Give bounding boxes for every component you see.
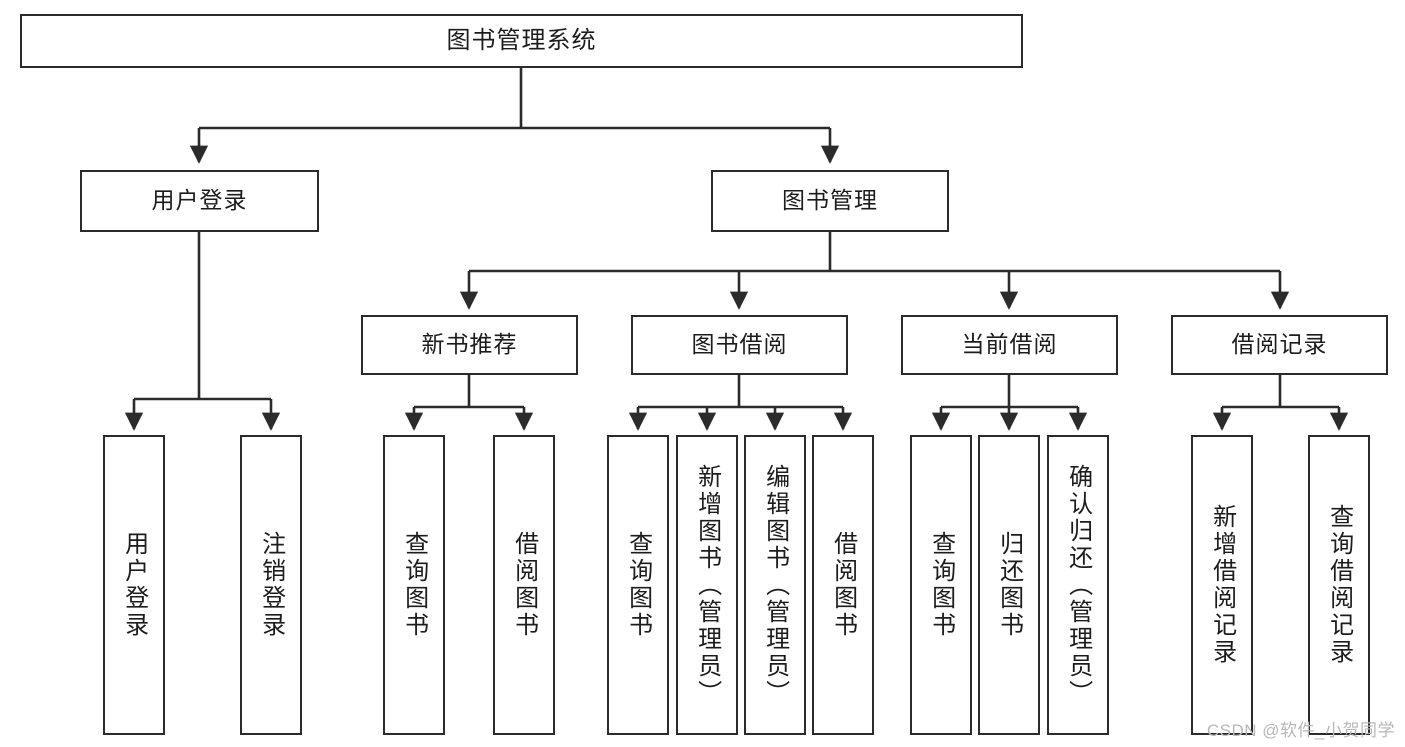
leaf-records-query-record[interactable]: 查询借阅记录 [1308, 435, 1370, 735]
node-book-borrow-label: 图书借阅 [691, 331, 788, 358]
node-user-login-label: 用户登录 [151, 187, 248, 214]
leaf-newbook-borrow-book[interactable]: 借阅图书 [493, 435, 555, 735]
node-book-management-label: 图书管理 [782, 187, 878, 214]
leaf-borrow-query-book[interactable]: 查询图书 [607, 435, 669, 735]
node-book-management[interactable]: 图书管理 [711, 170, 949, 232]
leaf-current-confirm-return[interactable]: 确认归还（管理员） [1047, 435, 1109, 735]
leaf-borrow-add-book[interactable]: 新增图书（管理员） [676, 435, 738, 735]
leaf-records-add-record-label: 新增借阅记录 [1208, 504, 1236, 666]
node-borrow-records-label: 借阅记录 [1231, 331, 1328, 358]
node-root-label: 图书管理系统 [446, 26, 597, 54]
leaf-borrow-query-book-label: 查询图书 [624, 531, 652, 639]
leaf-borrow-borrow-book-label: 借阅图书 [829, 531, 857, 639]
leaf-user-logout[interactable]: 注销登录 [240, 435, 302, 735]
leaf-user-login[interactable]: 用户登录 [103, 435, 165, 735]
node-borrow-records[interactable]: 借阅记录 [1171, 315, 1388, 375]
leaf-current-return-book-label: 归还图书 [995, 531, 1023, 639]
leaf-user-logout-label: 注销登录 [257, 531, 285, 639]
leaf-current-return-book[interactable]: 归还图书 [978, 435, 1040, 735]
leaf-current-query-book[interactable]: 查询图书 [910, 435, 972, 735]
leaf-borrow-edit-book[interactable]: 编辑图书（管理员） [744, 435, 806, 735]
node-current-borrow[interactable]: 当前借阅 [901, 315, 1118, 375]
node-root[interactable]: 图书管理系统 [20, 14, 1023, 68]
leaf-newbook-query-book[interactable]: 查询图书 [383, 435, 445, 735]
node-current-borrow-label: 当前借阅 [961, 331, 1058, 358]
leaf-borrow-add-book-label: 新增图书（管理员） [693, 463, 721, 707]
node-new-book-recommend[interactable]: 新书推荐 [361, 315, 578, 375]
leaf-newbook-borrow-book-label: 借阅图书 [510, 531, 538, 639]
leaf-records-add-record[interactable]: 新增借阅记录 [1191, 435, 1253, 735]
leaf-records-query-record-label: 查询借阅记录 [1325, 504, 1353, 666]
node-new-book-recommend-label: 新书推荐 [421, 331, 518, 358]
leaf-borrow-edit-book-label: 编辑图书（管理员） [761, 463, 789, 707]
node-user-login[interactable]: 用户登录 [80, 170, 319, 232]
leaf-current-confirm-return-label: 确认归还（管理员） [1064, 463, 1092, 707]
watermark: CSDN @软件_小贺同学 [1206, 721, 1395, 740]
leaf-newbook-query-book-label: 查询图书 [400, 531, 428, 639]
leaf-current-query-book-label: 查询图书 [927, 531, 955, 639]
leaf-borrow-borrow-book[interactable]: 借阅图书 [812, 435, 874, 735]
leaf-user-login-label: 用户登录 [120, 531, 148, 639]
node-book-borrow[interactable]: 图书借阅 [631, 315, 848, 375]
